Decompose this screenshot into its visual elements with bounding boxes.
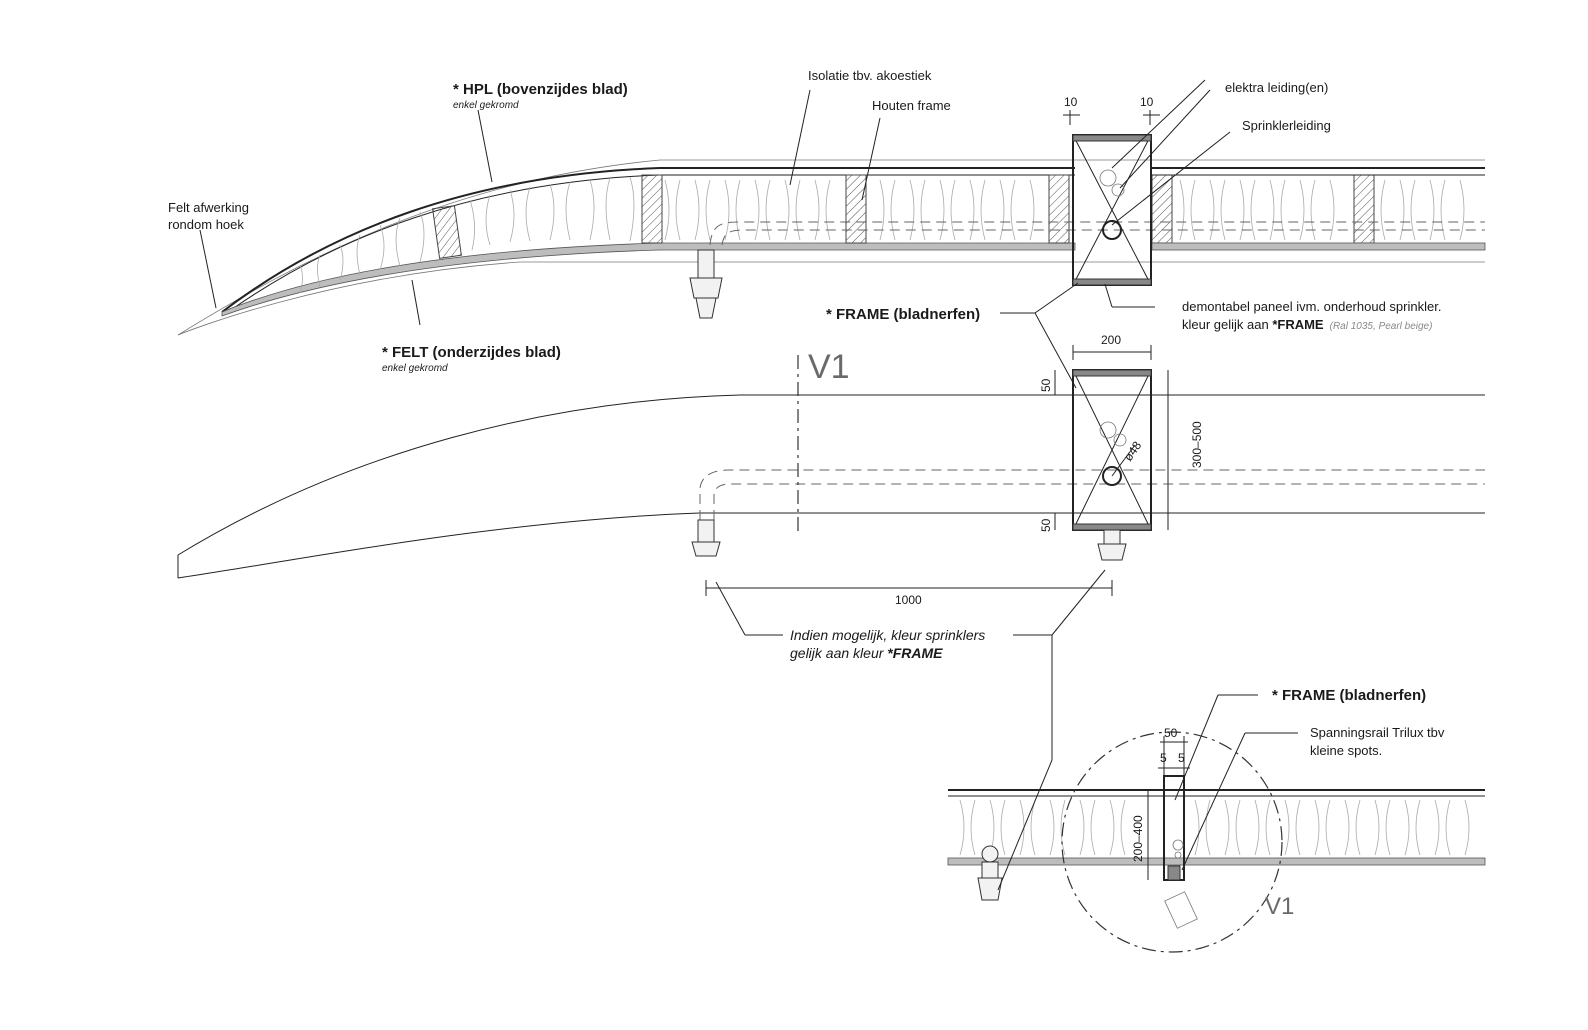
pipe-circle-top	[1102, 220, 1122, 240]
hpl-sheet	[221, 167, 1075, 313]
label-electra: elektra leiding(en)	[1225, 80, 1328, 95]
wood-block-4	[1048, 174, 1070, 244]
label-rail-1: Spanningsrail Trilux tbv	[1310, 725, 1445, 740]
wood-block-2	[641, 174, 663, 244]
view-label-v1: V1	[808, 348, 850, 386]
felt-sheet	[221, 242, 1076, 317]
annotations: * HPL (bovenzijdes blad) enkel gekromd F…	[168, 68, 1445, 758]
label-felt-title: * FELT (onderzijdes blad)	[382, 344, 561, 361]
leaf-outline-top	[177, 159, 1485, 336]
dim-50-detail: 50	[1164, 726, 1178, 740]
label-sprinkler-pipe: Sprinklerleiding	[1242, 118, 1331, 133]
label-hpl-sub: enkel gekromd	[453, 100, 519, 111]
sprinkler-head-middle-right	[1097, 529, 1127, 561]
spot-light	[1164, 891, 1198, 929]
leaf-outline-bottom	[177, 261, 1485, 336]
label-felt-sub: enkel gekromd	[382, 363, 448, 374]
leaf-profile-bottom	[177, 512, 1485, 579]
sprinkler-head-detail	[977, 845, 1003, 901]
section-middle: V1 200 50 50 300–500 ø48	[177, 333, 1485, 607]
leaders-detail	[997, 694, 1298, 891]
dim-200: 200	[1101, 333, 1121, 347]
sprinkler-head-top	[689, 249, 723, 319]
label-sprinkler-color-2-bold: *FRAME	[887, 645, 943, 661]
section-top: 10 10	[177, 95, 1486, 336]
dim-5-right: 5	[1178, 751, 1185, 765]
dim-50-bottom: 50	[1039, 518, 1053, 532]
label-hpl-title: * HPL (bovenzijdes blad)	[453, 81, 628, 98]
label-insulation: Isolatie tbv. akoestiek	[808, 68, 932, 83]
leaders-top	[199, 79, 1231, 389]
label-felt-corner-1: Felt afwerking	[168, 200, 249, 215]
dim-50-top: 50	[1039, 378, 1053, 392]
dim-10-left: 10	[1064, 95, 1078, 109]
dim-5-left: 5	[1160, 751, 1167, 765]
label-panel-line2-note: (Ral 1035, Pearl beige)	[1330, 321, 1433, 332]
dim-10-right: 10	[1140, 95, 1154, 109]
pipe-circle-middle	[1102, 466, 1122, 486]
label-wood-frame: Houten frame	[872, 98, 951, 113]
dim-1000: 1000	[895, 593, 922, 607]
detail-circle	[1061, 731, 1283, 953]
sprinkler-pipe-middle	[699, 469, 1485, 520]
dim-300-500: 300–500	[1190, 421, 1204, 468]
label-felt-corner-2: rondom hoek	[168, 217, 244, 232]
label-panel-line2-bold: *FRAME	[1272, 317, 1324, 332]
label-sprinkler-color-1: Indien mogelijk, kleur sprinklers	[790, 627, 985, 643]
wood-block-3	[845, 174, 867, 244]
label-sprinkler-color-2-prefix: gelijk aan kleur	[790, 645, 887, 661]
label-sprinkler-color-2: gelijk aan kleur *FRAME	[790, 645, 943, 661]
label-panel-line2-prefix: kleur gelijk aan	[1182, 317, 1272, 332]
view-label-v1-detail: V1	[1265, 893, 1294, 920]
insulation-pattern-detail	[959, 799, 1470, 856]
insulation-pattern	[664, 179, 1035, 241]
label-panel-line2: kleur gelijk aan *FRAME (Ral 1035, Pearl …	[1182, 317, 1432, 332]
sprinkler-head-middle-left	[691, 519, 721, 557]
label-frame-detail: * FRAME (bladnerfen)	[1272, 687, 1426, 704]
sprinkler-pipe-top	[709, 221, 1485, 246]
leaders-middle	[715, 569, 1106, 760]
label-rail-2: kleine spots.	[1310, 743, 1382, 758]
label-frame-main: * FRAME (bladnerfen)	[826, 306, 980, 323]
wood-block-6	[1353, 174, 1375, 244]
leaf-profile-top	[177, 394, 1485, 556]
wood-block-1	[432, 205, 462, 259]
section-detail: V1 50 5 5 200–400	[947, 726, 1486, 953]
label-panel-line1: demontabel paneel ivm. onderhoud sprinkl…	[1182, 299, 1441, 314]
dim-200-400: 200–400	[1131, 815, 1145, 862]
